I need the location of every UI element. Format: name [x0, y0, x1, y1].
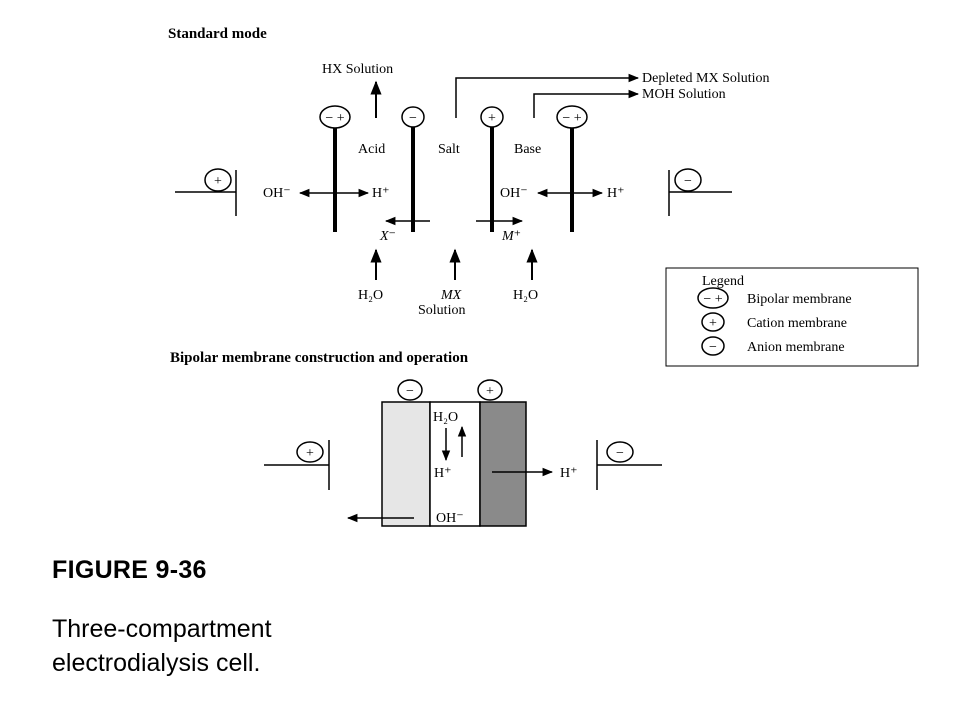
- m-ion-label: M⁺: [501, 229, 521, 244]
- h2o-left-label: H₂O: [358, 288, 383, 303]
- x-ion-label: X⁻: [379, 229, 396, 244]
- svg-text:−: −: [684, 174, 692, 189]
- svg-text:− +: − +: [562, 111, 581, 126]
- svg-text:+: +: [306, 446, 314, 461]
- bipolar-oh-label: OH⁻: [436, 511, 464, 526]
- mx-label: MX: [440, 288, 462, 303]
- bipolar-symbol-right: − +: [556, 105, 588, 129]
- h-right-label: H⁺: [607, 186, 625, 201]
- bipolar-h-outer-label: H⁺: [560, 466, 578, 481]
- h-left-label: H⁺: [372, 186, 390, 201]
- svg-text:+: +: [709, 316, 717, 331]
- legend-title: Legend: [702, 274, 744, 289]
- bipolar-h2o-label: H₂O: [433, 410, 458, 425]
- depleted-mx-label: Depleted MX Solution: [642, 71, 770, 86]
- svg-text:+: +: [486, 384, 494, 399]
- cation-symbol-top: +: [480, 106, 504, 128]
- salt-label: Salt: [438, 142, 460, 157]
- acid-label: Acid: [358, 142, 385, 157]
- anion-exchange-layer: [381, 401, 431, 527]
- standard-mode-heading: Standard mode: [168, 26, 267, 42]
- right-electrode: −: [668, 168, 732, 216]
- svg-text:− +: − +: [703, 292, 722, 307]
- cation-layer-symbol: +: [477, 379, 503, 401]
- svg-text:−: −: [616, 446, 624, 461]
- moh-solution-label: MOH Solution: [642, 87, 726, 102]
- figure-label: FIGURE 9-36: [52, 556, 207, 584]
- svg-text:+: +: [214, 174, 222, 189]
- svg-text:− +: − +: [325, 111, 344, 126]
- h2o-right-label: H₂O: [513, 288, 538, 303]
- base-label: Base: [514, 142, 541, 157]
- figure-caption: Three-compartment electrodialysis cell.: [52, 615, 272, 677]
- bipolar-right-electrode: −: [596, 440, 662, 490]
- svg-text:+: +: [488, 111, 496, 126]
- bipolar-symbol-left: − +: [319, 105, 351, 129]
- left-electrode: +: [175, 168, 237, 216]
- bipolar-h-inner-label: H⁺: [434, 466, 452, 481]
- anion-symbol-top: −: [401, 106, 425, 128]
- depleted-output-arrow: [455, 73, 640, 118]
- legend: Legend − + Bipolar membrane + Cation mem…: [665, 267, 919, 367]
- hx-solution-label: HX Solution: [322, 62, 393, 77]
- svg-text:−: −: [709, 340, 717, 355]
- cation-exchange-layer: [479, 401, 527, 527]
- bipolar-left-electrode: +: [264, 440, 330, 490]
- legend-item-bipolar: − + Bipolar membrane: [697, 287, 852, 309]
- legend-item-anion: − Anion membrane: [701, 336, 845, 356]
- legend-item-cation: + Cation membrane: [701, 312, 847, 332]
- bipolar-section-heading: Bipolar membrane construction and operat…: [170, 350, 469, 366]
- oh-left-label: OH⁻: [263, 186, 291, 201]
- svg-text:Anion membrane: Anion membrane: [747, 340, 845, 355]
- anion-layer-symbol: −: [397, 379, 423, 401]
- svg-text:Cation membrane: Cation membrane: [747, 316, 847, 331]
- svg-text:−: −: [409, 111, 417, 126]
- mx-solution-label: Solution: [418, 303, 465, 318]
- svg-text:−: −: [406, 384, 414, 399]
- oh-right-label: OH⁻: [500, 186, 528, 201]
- svg-text:Bipolar membrane: Bipolar membrane: [747, 292, 852, 307]
- moh-output-arrow: [533, 89, 640, 118]
